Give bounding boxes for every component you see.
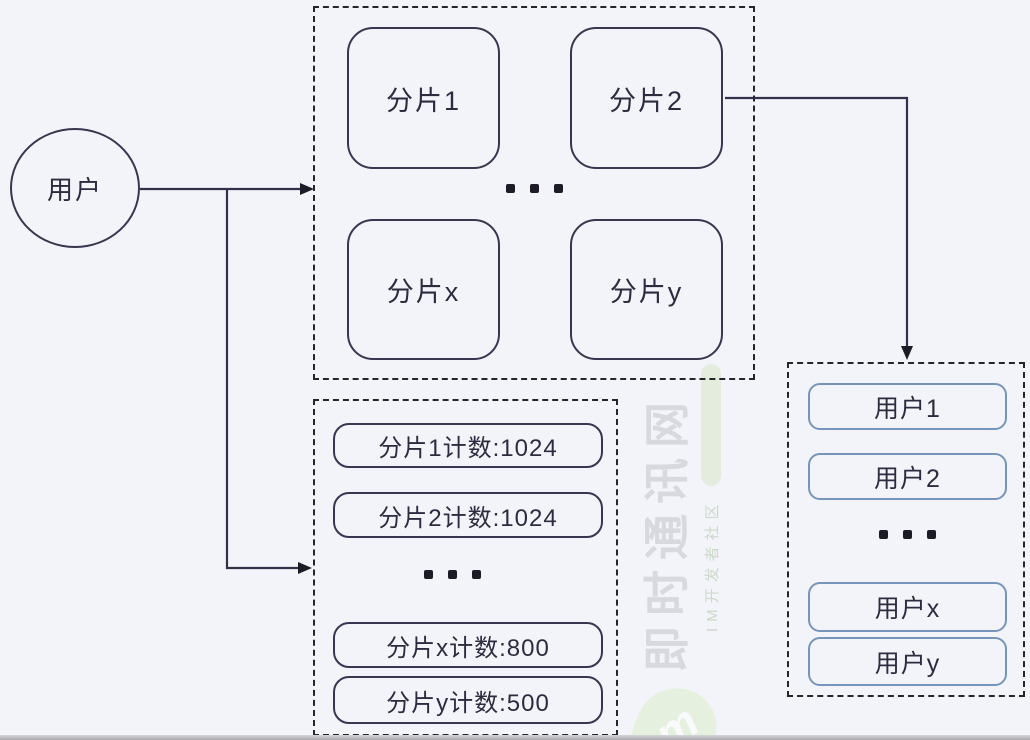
counter-node-2-label: 分片2计数:1024 — [378, 504, 558, 532]
user-pill-1: 用户1 — [808, 383, 1007, 430]
bottom-edge-strip — [0, 735, 1030, 740]
counter-node-1: 分片1计数:1024 — [333, 423, 603, 468]
shard-node-x: 分片x — [347, 219, 500, 360]
ellipsis-dots-shards — [506, 184, 563, 193]
shards-container — [313, 6, 755, 380]
shard-node-1-label: 分片1 — [385, 85, 462, 116]
counter-node-1-label: 分片1计数:1024 — [378, 435, 558, 462]
user-pill-y-label: 用户y — [874, 649, 941, 678]
user-pill-y: 用户y — [808, 637, 1007, 686]
arrowhead-users — [901, 346, 913, 360]
arrow-user-to-counters — [225, 189, 300, 570]
counter-node-2: 分片2计数:1024 — [333, 492, 603, 538]
shard-node-1: 分片1 — [347, 27, 500, 169]
shard-node-2-label: 分片2 — [608, 85, 685, 116]
shard-node-y: 分片y — [570, 219, 723, 360]
user-pill-x-label: 用户x — [874, 595, 941, 623]
users-container — [787, 362, 1025, 697]
shard-node-x-label: 分片x — [386, 277, 461, 307]
counter-node-y: 分片y计数:500 — [333, 676, 603, 724]
counter-node-x: 分片x计数:800 — [333, 622, 603, 668]
arrowhead-shards — [300, 183, 314, 195]
shard-node-2: 分片2 — [570, 27, 723, 169]
user-pill-1-label: 用户1 — [874, 394, 941, 423]
counter-node-y-label: 分片y计数:500 — [386, 689, 550, 717]
user-node: 用户 — [10, 128, 140, 248]
user-pill-2: 用户2 — [808, 453, 1007, 500]
user-pill-x: 用户x — [808, 582, 1007, 632]
counter-node-x-label: 分片x计数:800 — [386, 634, 550, 662]
shard-node-y-label: 分片y — [609, 277, 684, 307]
arrow-shard2-to-users — [725, 96, 909, 347]
user-node-label: 用户 — [46, 174, 103, 205]
ellipsis-dots-users — [879, 530, 936, 539]
ellipsis-dots-counters — [424, 570, 481, 579]
user-pill-2-label: 用户2 — [874, 464, 941, 493]
arrowhead-counters — [298, 562, 312, 574]
